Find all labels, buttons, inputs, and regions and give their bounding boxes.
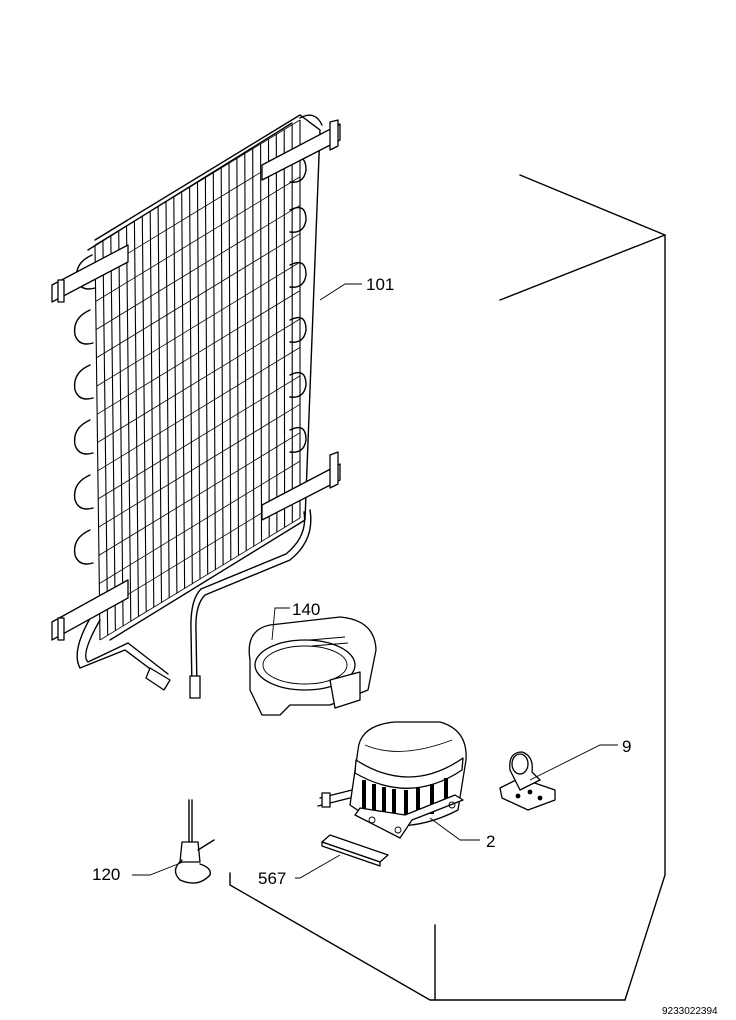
filter-drier [174, 799, 215, 884]
label-140: 140 [292, 600, 320, 619]
condenser-wire [98, 432, 301, 556]
label-9: 9 [622, 737, 631, 756]
starter-relay [499, 751, 556, 811]
condenser-brackets [51, 119, 341, 641]
compressor [317, 721, 467, 839]
condenser-wire [97, 375, 301, 500]
drip-tray [248, 616, 377, 716]
leader-lines [132, 283, 618, 879]
condenser-tubes [73, 114, 323, 699]
condenser-wire [99, 460, 301, 584]
label-2: 2 [486, 832, 495, 851]
condenser-wire [96, 290, 301, 415]
condenser-wire [96, 233, 301, 359]
condenser-wire [96, 261, 301, 387]
condenser-grid [94, 119, 301, 641]
condenser-wire [97, 347, 301, 472]
condenser-wire [99, 517, 301, 641]
label-120: 120 [92, 865, 120, 884]
cabinet-outline [229, 174, 666, 1001]
condenser-wire [95, 204, 301, 330]
label-567: 567 [258, 869, 286, 888]
drawing-code: 9233022394 [662, 1006, 718, 1017]
condenser-wire [97, 318, 301, 443]
rubber-plate [321, 834, 389, 867]
condenser-wire [95, 176, 301, 302]
label-101: 101 [366, 275, 394, 294]
condenser-wire [98, 403, 301, 528]
